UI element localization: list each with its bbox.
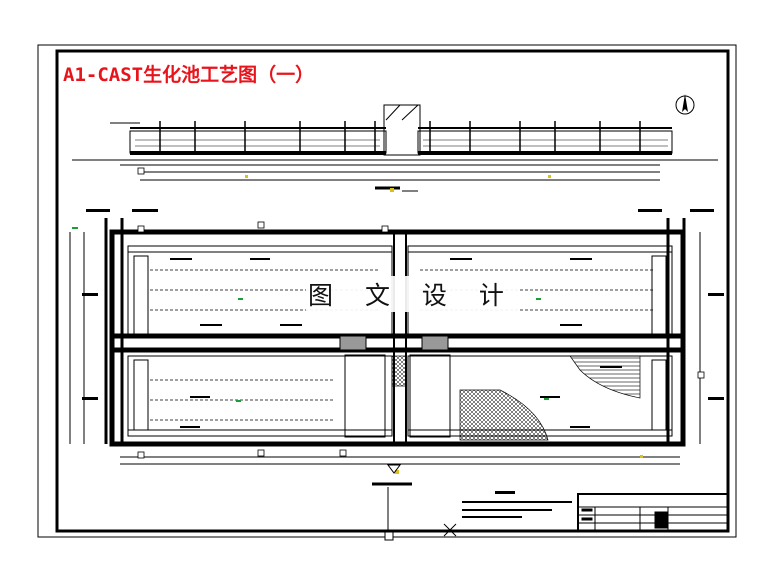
crosshair-cursor-icon: [443, 523, 457, 537]
section-elevation: [72, 104, 718, 181]
tag-bars: [82, 209, 724, 428]
hatch-region-right: [569, 355, 641, 399]
hatch-region-lower: [459, 389, 549, 441]
elevation-hatch: [135, 139, 668, 147]
title-block: [577, 493, 729, 532]
watermark-text: 图 文 设 计: [306, 276, 518, 312]
north-arrow-icon: [675, 94, 695, 115]
elevation-posts: [159, 121, 641, 153]
axis-boxes: [137, 167, 705, 459]
level-marker: [372, 464, 412, 541]
hatch-channel-right: [421, 335, 449, 351]
side-equipment: [133, 255, 667, 431]
colour-markers: [72, 175, 643, 474]
legend-notes: [462, 491, 572, 518]
hatch-channel-center: [391, 355, 407, 387]
inner-frame: [55, 49, 730, 533]
drawing-title: A1-CAST生化池工艺图（一）: [63, 64, 315, 86]
plan-view: [69, 218, 701, 465]
hatch-channel-left: [339, 335, 367, 351]
section-label: [375, 186, 418, 192]
